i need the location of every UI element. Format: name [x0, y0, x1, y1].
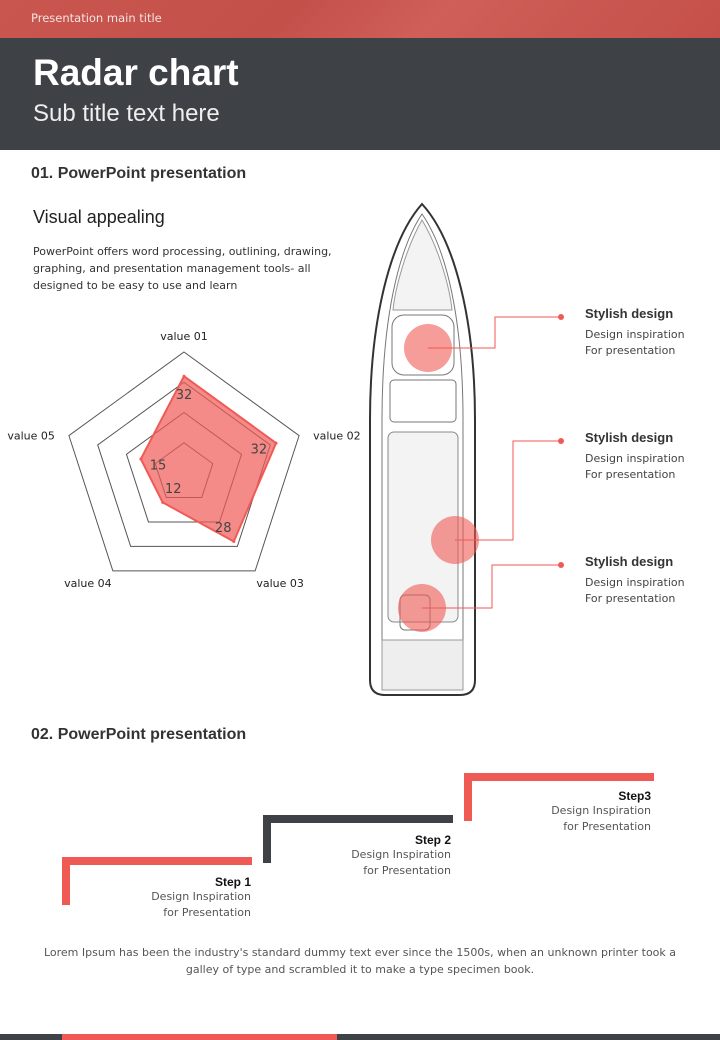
callout-title: Stylish design: [585, 554, 674, 569]
section-1-title: 01. PowerPoint presentation: [31, 165, 247, 182]
callout-line: Design inspiration: [585, 328, 685, 341]
callout-line: Design inspiration: [585, 576, 685, 589]
callout-title: Stylish design: [585, 306, 674, 321]
page-subtitle: Sub title text here: [33, 100, 220, 127]
axis-label: value 05: [7, 430, 55, 443]
boat-illustration: [369, 202, 564, 696]
data-label: 15: [150, 459, 167, 474]
footer-text: Lorem Ipsum has been the industry's stan…: [43, 946, 677, 976]
callout-line: For presentation: [585, 468, 676, 481]
callout-line: For presentation: [585, 344, 676, 357]
step-line: for Presentation: [563, 820, 651, 833]
bottom-bar: [0, 1034, 720, 1040]
axis-label: value 01: [160, 330, 208, 343]
step-title: Step 2: [414, 833, 451, 847]
radar-chart: 32 32 28 12 15 value 01 value 02 value 03 value …: [7, 330, 360, 590]
callout-title: Stylish design: [585, 430, 674, 445]
section-2-title: 02. PowerPoint presentation: [31, 726, 247, 743]
callout-line: Design inspiration: [585, 452, 685, 465]
callout-1: Stylish design Design inspiration For pr…: [585, 306, 685, 359]
presentation-main-title: Presentation main title: [31, 11, 162, 25]
step-line: Design Inspiration: [351, 848, 451, 861]
callout-line: For presentation: [585, 592, 676, 605]
data-label: 32: [176, 388, 193, 403]
axis-label: value 02: [313, 430, 360, 443]
radar-series: [139, 374, 278, 543]
step-3-bracket: [464, 773, 654, 821]
radar-ring: [68, 351, 300, 572]
callout-2: Stylish design Design inspiration For pr…: [585, 430, 685, 483]
callout-3: Stylish design Design inspiration For pr…: [585, 554, 685, 607]
step-line: for Presentation: [163, 906, 251, 919]
data-label: 32: [251, 443, 268, 458]
page-title: Radar chart: [33, 52, 239, 93]
data-label: 28: [215, 521, 232, 536]
step-1-bracket: [62, 857, 252, 905]
bottom-accent: [62, 1034, 337, 1040]
step-line: for Presentation: [363, 864, 451, 877]
top-banner: Presentation main title: [0, 0, 720, 38]
header: Radar chart Sub title text here: [0, 38, 720, 150]
radar-point: [182, 374, 186, 378]
section-body: PowerPoint offers word processing, outli…: [33, 245, 332, 292]
axis-label: value 03: [256, 577, 304, 590]
radar-point: [274, 441, 278, 445]
step-2-bracket: [263, 815, 453, 863]
step-line: Design Inspiration: [151, 890, 251, 903]
radar-point: [232, 540, 236, 544]
step-title: Step3: [618, 789, 651, 803]
radar-point: [139, 457, 143, 461]
section-heading: Visual appealing: [33, 207, 165, 227]
radar-point: [161, 500, 165, 504]
step-title: Step 1: [214, 875, 251, 889]
axis-label: value 04: [64, 577, 112, 590]
data-label: 12: [165, 482, 182, 497]
step-line: Design Inspiration: [551, 804, 651, 817]
